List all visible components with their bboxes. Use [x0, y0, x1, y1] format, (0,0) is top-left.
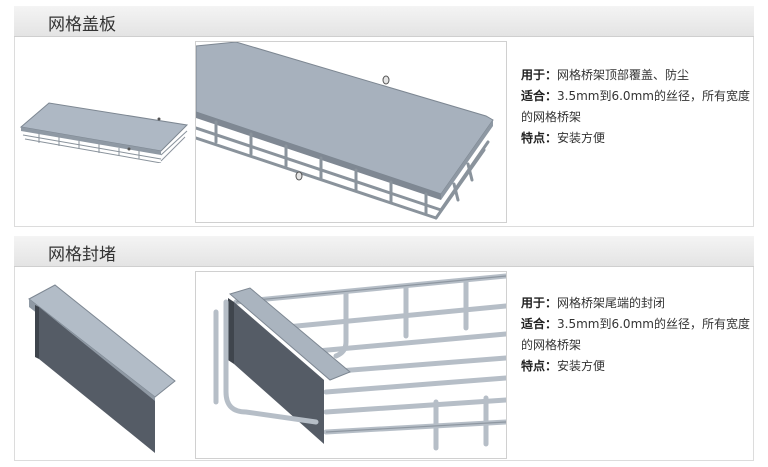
desc-line-use: 用于：网格桥架顶部覆盖、防尘 — [521, 65, 757, 86]
section-title-bar: 网格封堵 — [14, 236, 754, 267]
section-end-cap: 网格封堵 — [14, 236, 754, 462]
desc-text: 3.5mm到6.0mm的丝径，所有宽度的网格桥架 — [521, 89, 750, 124]
cover-plate-description: 用于：网格桥架顶部覆盖、防尘 适合：3.5mm到6.0mm的丝径，所有宽度的网格… — [521, 65, 757, 149]
end-cap-overview-image — [28, 284, 176, 453]
section-title-bar: 网格盖板 — [14, 6, 754, 37]
desc-text: 3.5mm到6.0mm的丝径，所有宽度的网格桥架 — [521, 317, 750, 352]
desc-label: 用于： — [521, 296, 558, 310]
desc-line-fit: 适合：3.5mm到6.0mm的丝径，所有宽度的网格桥架 — [521, 314, 757, 356]
desc-label: 适合： — [521, 317, 558, 331]
desc-label: 适合： — [521, 89, 558, 103]
section-cover-plate: 网格盖板 — [14, 6, 754, 228]
desc-text: 安装方便 — [557, 131, 606, 145]
cover-plate-overview-image — [19, 102, 189, 163]
end-cap-detail-image — [195, 271, 507, 459]
desc-text: 网格桥架尾端的封闭 — [557, 296, 666, 310]
desc-label: 特点： — [521, 131, 558, 145]
section-title: 网格封堵 — [48, 245, 116, 265]
cover-plate-detail-image — [195, 41, 507, 223]
section-body: 用于：网格桥架尾端的封闭 适合：3.5mm到6.0mm的丝径，所有宽度的网格桥架… — [14, 267, 754, 461]
desc-text: 安装方便 — [557, 359, 606, 373]
section-body: 用于：网格桥架顶部覆盖、防尘 适合：3.5mm到6.0mm的丝径，所有宽度的网格… — [14, 37, 754, 227]
desc-line-feature: 特点：安装方便 — [521, 128, 757, 149]
desc-line-fit: 适合：3.5mm到6.0mm的丝径，所有宽度的网格桥架 — [521, 86, 757, 128]
desc-line-use: 用于：网格桥架尾端的封闭 — [521, 293, 757, 314]
desc-label: 特点： — [521, 359, 558, 373]
section-title: 网格盖板 — [48, 15, 116, 35]
desc-line-feature: 特点：安装方便 — [521, 356, 757, 377]
desc-text: 网格桥架顶部覆盖、防尘 — [557, 68, 690, 82]
desc-label: 用于： — [521, 68, 558, 82]
end-cap-description: 用于：网格桥架尾端的封闭 适合：3.5mm到6.0mm的丝径，所有宽度的网格桥架… — [521, 293, 757, 377]
